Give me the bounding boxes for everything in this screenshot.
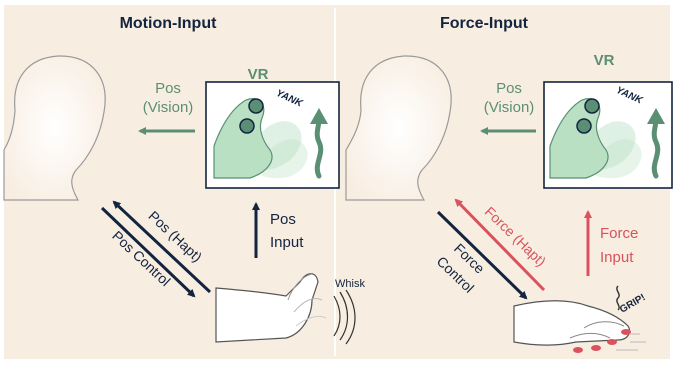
left-vr-hand-marker <box>240 119 254 133</box>
left-vr-grip-marker <box>249 99 263 113</box>
right-vr-hand-marker <box>577 119 591 133</box>
right-feedback-label-line2: (Vision) <box>484 99 535 116</box>
right-input-label-line1: Force <box>600 225 638 242</box>
left-vr-scene: YANK <box>206 82 339 188</box>
right-feedback-label-line1: Pos <box>496 80 522 97</box>
right-vr-grip-marker <box>585 99 599 113</box>
left-feedback-label-line2: (Vision) <box>143 99 194 116</box>
left-feedback-label-line1: Pos <box>155 80 181 97</box>
right-panel-title: Force-Input <box>440 15 529 32</box>
right-vr-scene: YANK <box>544 82 672 188</box>
right-input-label-line2: Input <box>600 249 634 266</box>
left-input-label-line1: Pos <box>270 211 296 228</box>
left-vr-label: VR <box>248 66 269 83</box>
left-panel-title: Motion-Input <box>120 15 218 32</box>
left-input-label-line2: Input <box>270 234 304 251</box>
left-gesture-label: Whisk <box>335 278 365 290</box>
right-vr-label: VR <box>594 52 615 69</box>
